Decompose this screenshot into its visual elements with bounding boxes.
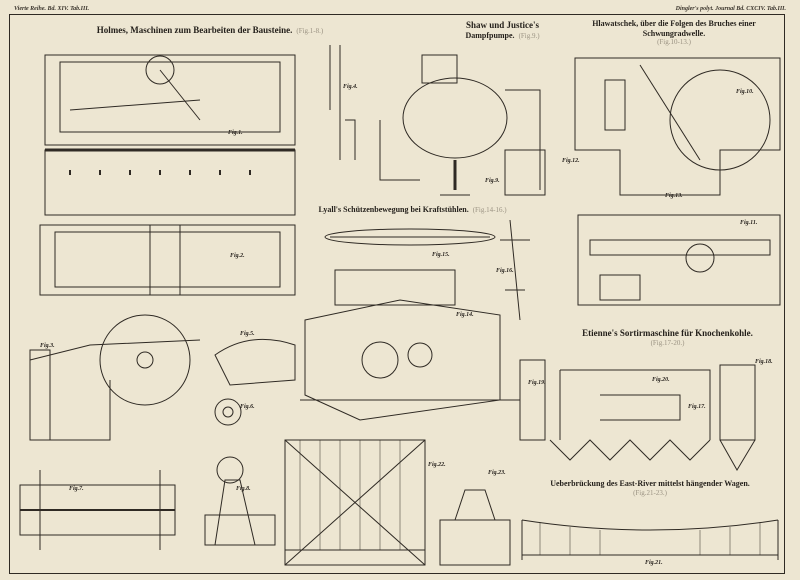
fig-label-3: Fig.3. — [40, 343, 55, 349]
lyall-figs: (Fig.14-16.) — [472, 206, 507, 214]
fig8-drawing — [204, 456, 276, 546]
fig-label-1: Fig.1. — [228, 130, 243, 136]
fig-label-5: Fig.5. — [240, 331, 255, 337]
fig10-13-drawing — [574, 57, 781, 196]
hlawatschek-title: Hlawatschek, über die Folgen des Bruches… — [592, 19, 756, 38]
east-river-heading: Ueberbrückung des East-River mittelst hä… — [522, 479, 778, 497]
fig22-drawing — [284, 439, 426, 566]
holmes-title: Holmes, Maschinen zum Bearbeiten der Bau… — [96, 25, 293, 35]
fig-label-19: Fig.19. — [528, 380, 546, 386]
fig-label-22: Fig.22. — [428, 462, 446, 468]
fig-label-7: Fig.7. — [69, 486, 84, 492]
fig-label-4: Fig.4. — [343, 84, 358, 90]
etienne-figs: (Fig.17-20.) — [650, 338, 685, 347]
fig-label-20: Fig.20. — [652, 377, 670, 383]
shaw-figs: (Fig.9.) — [518, 31, 540, 40]
fig-label-9: Fig.9. — [485, 178, 500, 184]
east-river-title: Ueberbrückung des East-River mittelst hä… — [550, 479, 750, 488]
fig-label-10: Fig.10. — [736, 89, 754, 95]
fig21-drawing — [521, 519, 779, 560]
hlawatschek-heading: Hlawatschek, über die Folgen des Bruches… — [570, 19, 778, 47]
shaw-title: Shaw und Justice's — [465, 20, 540, 30]
fig2-drawing — [39, 224, 296, 296]
shaw-title-2: Dampfpumpe. — [465, 30, 515, 40]
fig7-drawing — [19, 470, 176, 550]
plate-frame — [9, 14, 785, 574]
fig4-drawing — [329, 45, 356, 160]
fig-label-17: Fig.17. — [688, 404, 706, 410]
plate-header-right: Dingler's polyt. Journal Bd. CXCIV. Tab.… — [675, 6, 786, 12]
fig23-drawing — [439, 489, 511, 566]
fig5-6-drawing — [214, 338, 296, 426]
east-river-figs: (Fig.21-23.) — [633, 488, 667, 497]
fig-label-21: Fig.21. — [645, 560, 663, 566]
fig14-drawing — [300, 269, 520, 421]
etienne-title: Etienne's Sortirmaschine für Knochenkohl… — [582, 328, 753, 338]
fig9-drawing — [379, 54, 546, 196]
fig-label-12: Fig.12. — [562, 158, 580, 164]
etienne-heading: Etienne's Sortirmaschine für Knochenkohl… — [560, 328, 775, 347]
fig-label-14: Fig.14. — [456, 312, 474, 318]
fig11-drawing — [577, 214, 781, 306]
fig-label-23: Fig.23. — [488, 470, 506, 476]
fig15-drawing — [324, 228, 496, 246]
hlawatschek-figs: (Fig.10-13.) — [657, 38, 691, 47]
holmes-figs: (Fig.1-8.) — [296, 27, 324, 35]
lyall-heading: Lyall's Schützenbewegung bei Kraftstühle… — [300, 205, 525, 215]
fig3-drawing — [29, 314, 201, 441]
fig17-20-drawing — [519, 359, 756, 471]
fig-label-11: Fig.11. — [740, 220, 758, 226]
fig-label-16: Fig.16. — [496, 268, 514, 274]
fig1-drawing — [44, 54, 296, 216]
fig-label-2: Fig.2. — [230, 253, 245, 259]
fig-label-8: Fig.8. — [236, 486, 251, 492]
lyall-title: Lyall's Schützenbewegung bei Kraftstühle… — [318, 205, 469, 214]
fig-label-15: Fig.15. — [432, 252, 450, 258]
fig-label-13: Fig.13. — [665, 193, 683, 199]
plate-header-left: Vierte Reihe. Bd. XIV. Tab.III. — [14, 6, 90, 12]
fig-label-18: Fig.18. — [755, 359, 773, 365]
shaw-heading: Shaw und Justice's Dampfpumpe. (Fig.9.) — [445, 20, 560, 40]
fig16-drawing — [500, 219, 530, 321]
holmes-heading: Holmes, Maschinen zum Bearbeiten der Bau… — [60, 25, 360, 36]
fig-label-6: Fig.6. — [240, 404, 255, 410]
